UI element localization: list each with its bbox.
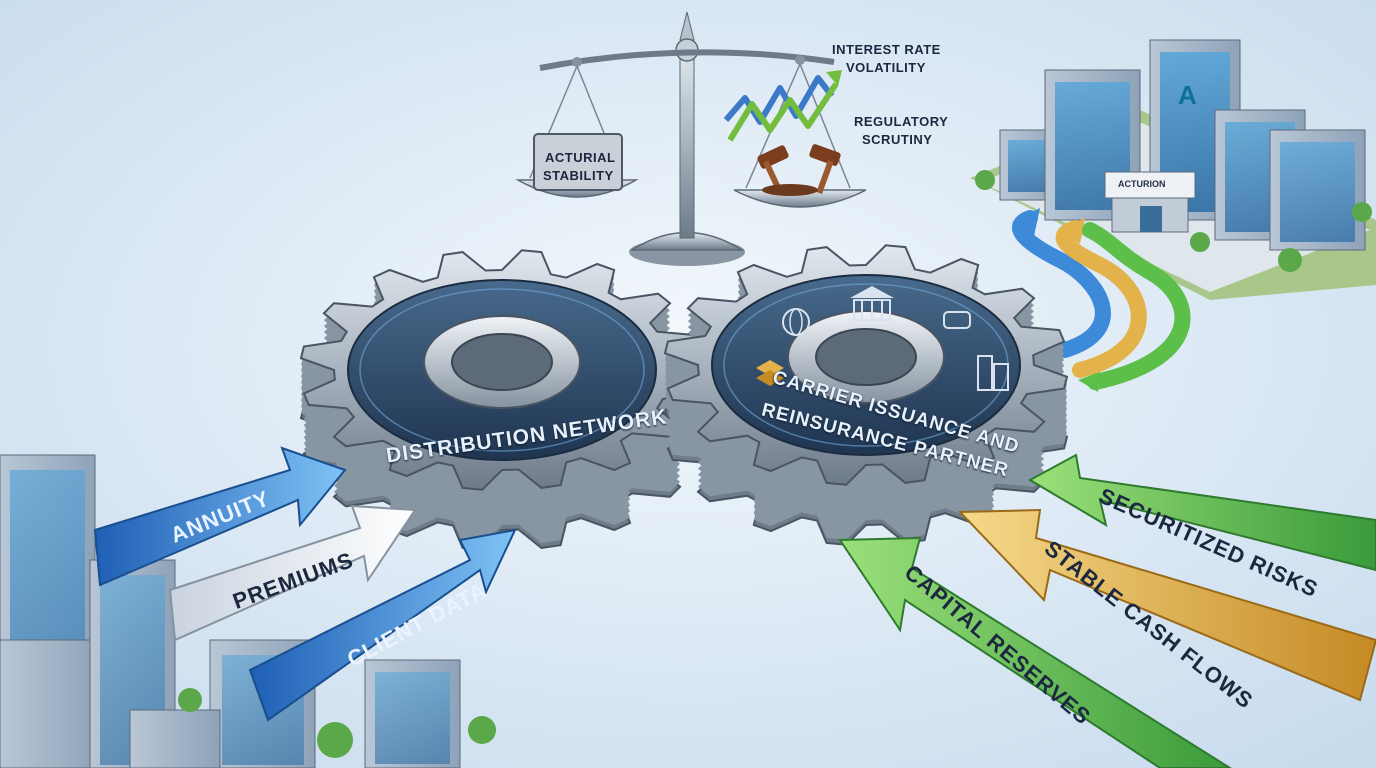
gear-right-hub-hole bbox=[815, 328, 917, 386]
regulatory-label-line2: SCRUTINY bbox=[862, 132, 933, 147]
building-icon bbox=[999, 39, 1366, 251]
building-small-icon bbox=[977, 355, 1009, 391]
layers-icon bbox=[756, 360, 784, 386]
trend-arrows-icon bbox=[723, 70, 842, 142]
city-left bbox=[0, 454, 496, 768]
acturion-sign: ACTURION bbox=[1118, 179, 1166, 189]
handshake-icon bbox=[943, 311, 971, 329]
regulatory-label-line1: REGULATORY bbox=[854, 114, 949, 129]
stability-label-line2: STABILITY bbox=[543, 168, 614, 183]
arrow-premiums bbox=[168, 504, 417, 642]
bank-icon bbox=[850, 286, 894, 321]
return-flow-arrows bbox=[1012, 208, 1191, 392]
gear-left-hub-hole bbox=[451, 333, 553, 391]
globe-icon bbox=[782, 308, 810, 336]
arrow-client-data bbox=[248, 528, 517, 722]
gavel-icon bbox=[757, 144, 841, 196]
arrow-securitized-risks bbox=[1027, 453, 1376, 572]
interest-rate-label-line1: INTEREST RATE bbox=[832, 42, 941, 57]
arrow-annuity bbox=[93, 446, 347, 587]
headquarters-campus bbox=[970, 39, 1376, 300]
stability-label-line1: ACTURIAL bbox=[545, 150, 616, 165]
gear-distribution-network bbox=[299, 249, 705, 551]
entrance-sign bbox=[1104, 171, 1196, 199]
balance-scale bbox=[515, 11, 867, 266]
stability-weight bbox=[533, 133, 623, 191]
gear-carrier-reinsurance bbox=[663, 244, 1069, 546]
logo-letter: A bbox=[1178, 80, 1197, 110]
arrow-stable-cash-flows bbox=[957, 508, 1376, 702]
gear-left-circuit-ring bbox=[359, 288, 645, 452]
arrow-capital-reserves bbox=[838, 536, 1232, 768]
interest-rate-label-line2: VOLATILITY bbox=[846, 60, 926, 75]
